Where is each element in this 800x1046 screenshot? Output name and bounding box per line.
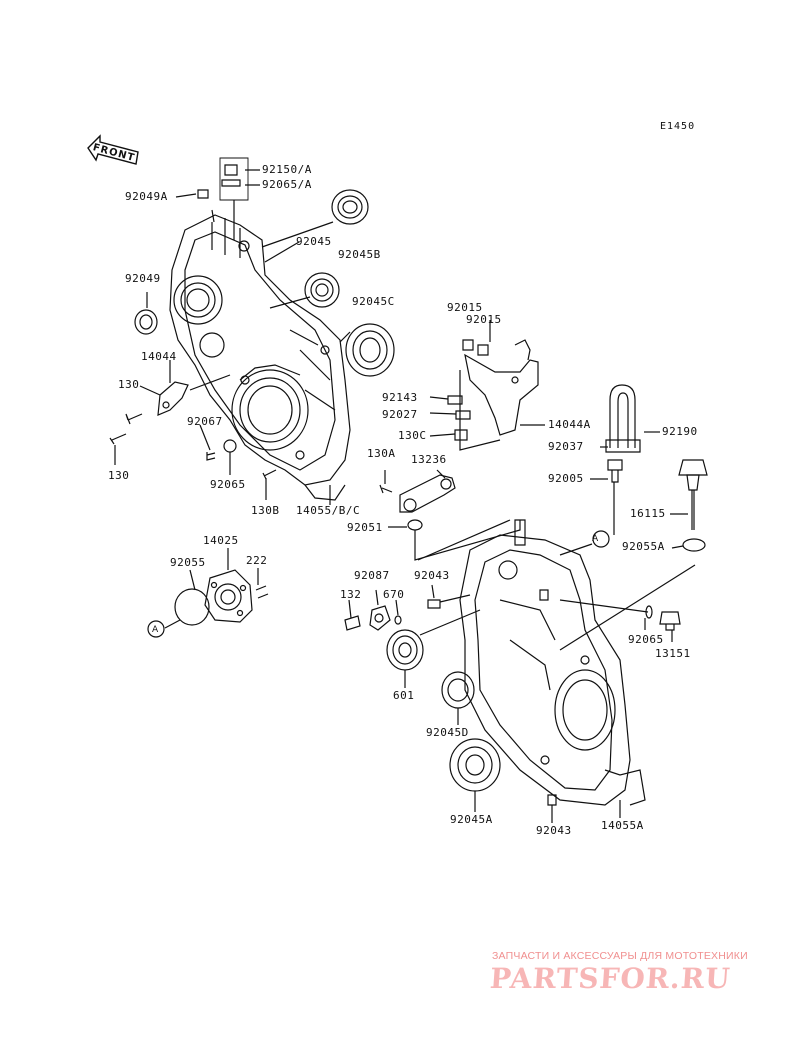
part-label[interactable]: 14055A xyxy=(601,819,644,832)
part-label[interactable]: 92065 xyxy=(210,478,246,491)
part-label[interactable]: 92049 xyxy=(125,272,161,285)
callout-letter-right: A xyxy=(592,534,599,544)
part-label[interactable]: 92190 xyxy=(662,425,698,438)
dowel-92043-a xyxy=(427,599,441,609)
part-label[interactable]: 92065 xyxy=(628,633,664,646)
part-label[interactable]: 14044 xyxy=(141,350,177,363)
part-label[interactable]: 92043 xyxy=(414,569,450,582)
part-label[interactable]: 92087 xyxy=(354,569,390,582)
part-label[interactable]: 92067 xyxy=(187,415,223,428)
part-label[interactable]: 13236 xyxy=(411,453,447,466)
callout-a-right xyxy=(592,530,610,548)
diagram-code: E1450 xyxy=(660,121,696,132)
part-label[interactable]: 92065/A xyxy=(262,178,312,191)
bearing-92045C xyxy=(345,323,395,377)
washer-92065 xyxy=(223,439,237,453)
nut-92049A xyxy=(197,189,209,199)
crankcase-cover-lower xyxy=(459,519,646,806)
dowel-92067 xyxy=(206,452,216,461)
part-label[interactable]: 92015 xyxy=(466,313,502,326)
bolt-222 xyxy=(255,585,269,599)
cam-92087 xyxy=(369,605,391,631)
part-label[interactable]: 92055 xyxy=(170,556,206,569)
oring-92055 xyxy=(174,588,210,626)
callout-letter-left: A xyxy=(152,625,159,635)
dipstick-16115 xyxy=(678,459,708,530)
bolt-130A xyxy=(379,484,393,494)
bolt-130-a xyxy=(125,413,143,425)
bearing-601 xyxy=(386,629,424,671)
part-label[interactable]: 16115 xyxy=(630,507,666,520)
part-label[interactable]: 14044A xyxy=(548,418,591,431)
part-label[interactable]: 601 xyxy=(393,689,415,702)
part-label[interactable]: 92045A xyxy=(450,813,493,826)
sensor-13151 xyxy=(659,611,681,631)
hose-92190 xyxy=(605,384,641,453)
bracket-14044 xyxy=(157,381,189,416)
nut-92015-a xyxy=(462,339,474,351)
dowel-92027 xyxy=(455,410,471,420)
bolt-130-b xyxy=(109,433,127,445)
nut-92015-b xyxy=(477,344,489,356)
part-label[interactable]: 92055A xyxy=(622,540,665,553)
crankcase-cover-upper xyxy=(169,214,351,501)
part-label[interactable]: 92027 xyxy=(382,408,418,421)
part-label[interactable]: 14055/B/C xyxy=(296,504,361,517)
part-label[interactable]: 132 xyxy=(340,588,362,601)
part-label[interactable]: 130B xyxy=(251,504,280,517)
oil-seal-92045D xyxy=(441,671,475,709)
oring-670 xyxy=(394,615,402,625)
bolt-130B xyxy=(262,469,277,480)
part-label[interactable]: 14025 xyxy=(203,534,239,547)
part-label[interactable]: 92005 xyxy=(548,472,584,485)
part-label[interactable]: 92045 xyxy=(296,235,332,248)
bearing-92045A xyxy=(449,738,501,792)
bracket-14044A xyxy=(464,339,539,436)
callout-a-left xyxy=(147,620,165,638)
dowel-92043-b xyxy=(547,794,557,806)
bearing-92045B xyxy=(304,272,340,308)
part-label[interactable]: 92015 xyxy=(447,301,483,314)
part-label[interactable]: 130 xyxy=(118,378,140,391)
part-label[interactable]: 130C xyxy=(398,429,427,442)
washer-92051 xyxy=(407,519,423,531)
part-label[interactable]: 130A xyxy=(367,447,396,460)
part-label[interactable]: 13151 xyxy=(655,647,691,660)
part-label[interactable]: 92045D xyxy=(426,726,469,739)
bolt-132 xyxy=(344,615,361,631)
oring-92055A xyxy=(682,538,706,552)
part-label[interactable]: 92051 xyxy=(347,521,383,534)
part-label[interactable]: 92045B xyxy=(338,248,381,261)
bearing-92045-top xyxy=(331,189,369,225)
oil-seal-92049 xyxy=(134,309,158,335)
part-label[interactable]: 222 xyxy=(246,554,268,567)
part-label[interactable]: 670 xyxy=(383,588,405,601)
part-label[interactable]: 92049A xyxy=(125,190,168,203)
part-label[interactable]: 92143 xyxy=(382,391,418,404)
part-label[interactable]: 92043 xyxy=(536,824,572,837)
part-label[interactable]: 92045C xyxy=(352,295,395,308)
part-label[interactable]: 130 xyxy=(108,469,130,482)
bolt-130C xyxy=(454,429,468,441)
part-label[interactable]: 92037 xyxy=(548,440,584,453)
cover-14025 xyxy=(204,569,253,623)
dowel-92143 xyxy=(447,395,463,405)
watermark-logo: PARTSFOR.RU xyxy=(488,962,732,995)
fitting-92005 xyxy=(607,459,623,483)
part-label[interactable]: 92150/A xyxy=(262,163,312,176)
drain-plug-92150 xyxy=(221,164,241,187)
shift-lever-13236 xyxy=(399,474,456,513)
watermark-tagline: ЗАПЧАСТИ И АКСЕССУАРЫ ДЛЯ МОТОТЕХНИКИ xyxy=(492,950,748,962)
front-arrow-icon xyxy=(87,134,139,165)
